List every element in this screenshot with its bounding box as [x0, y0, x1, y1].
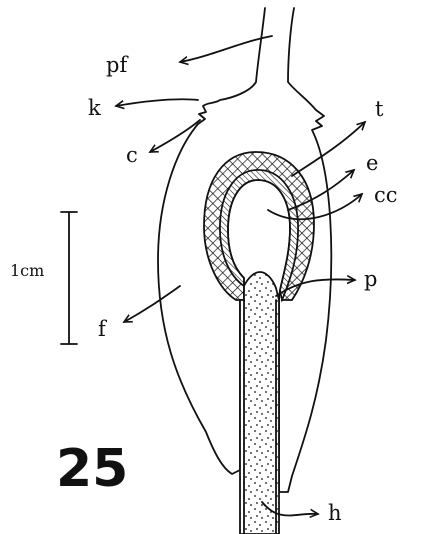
scale-bar-label: 1cm [10, 261, 44, 280]
label-e: e [366, 151, 378, 175]
label-f: f [98, 317, 108, 341]
label-h: h [328, 501, 342, 525]
label-cc: cc [374, 183, 398, 207]
label-k: k [88, 96, 101, 120]
label-c: c [126, 143, 138, 167]
label-t: t [375, 97, 384, 121]
label-p: p [364, 267, 377, 291]
figure-number: 25 [56, 439, 128, 499]
scale-bar: 1cm [10, 212, 77, 344]
stalk-h [240, 272, 279, 534]
label-pf: pf [106, 53, 129, 77]
